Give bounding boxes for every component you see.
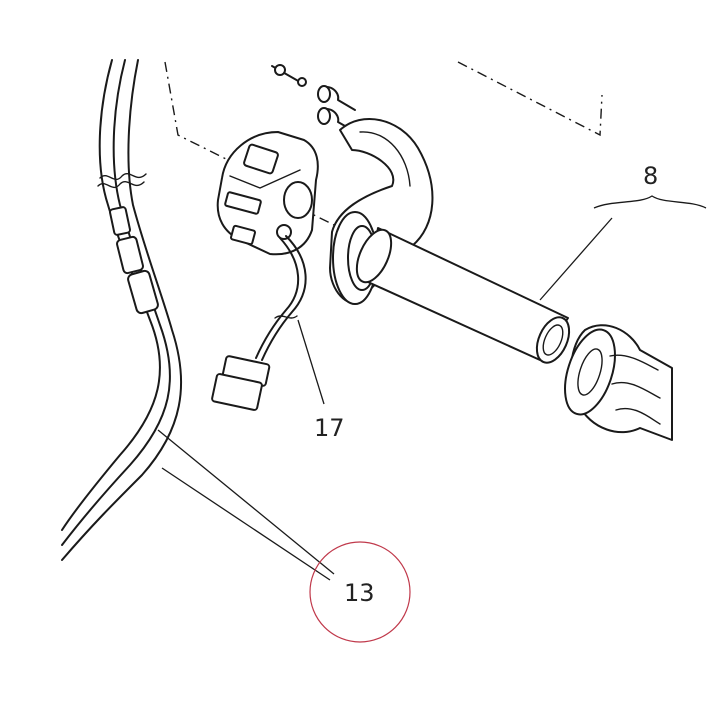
callout-label-13: 13 (344, 579, 375, 607)
leader-lines (157, 195, 707, 581)
handlebar-switch[interactable] (216, 131, 319, 256)
highlight-circle (309, 541, 411, 643)
rubber-grip[interactable] (555, 323, 673, 441)
callout-label-17: 17 (314, 414, 345, 442)
screw-parts (271, 64, 356, 131)
switch-wire (211, 235, 307, 411)
cable-bundle[interactable] (61, 59, 183, 561)
callout-label-8: 8 (643, 162, 658, 190)
throttle-grip-tube[interactable] (350, 225, 576, 368)
